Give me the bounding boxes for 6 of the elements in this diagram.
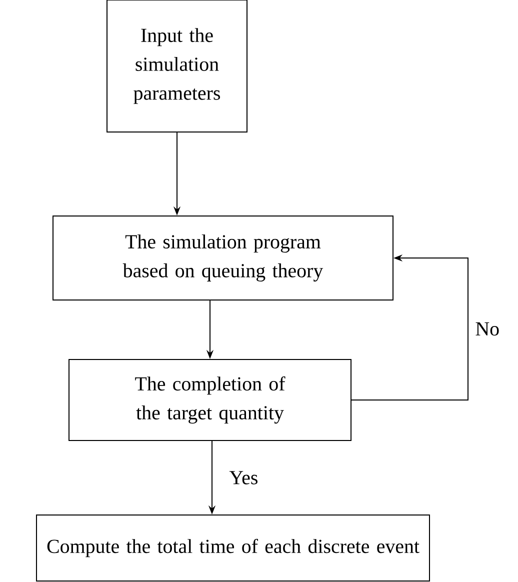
process-box: The simulation program based on queuing theory (52, 216, 394, 300)
process-box: Input the simulation parameters (106, 0, 248, 132)
process-box: The completion of the target quantity (68, 359, 352, 441)
edge-label: No (476, 322, 499, 336)
edge-label: Yes (229, 471, 258, 484)
process-box: Compute the total time of each discrete event (36, 514, 430, 582)
